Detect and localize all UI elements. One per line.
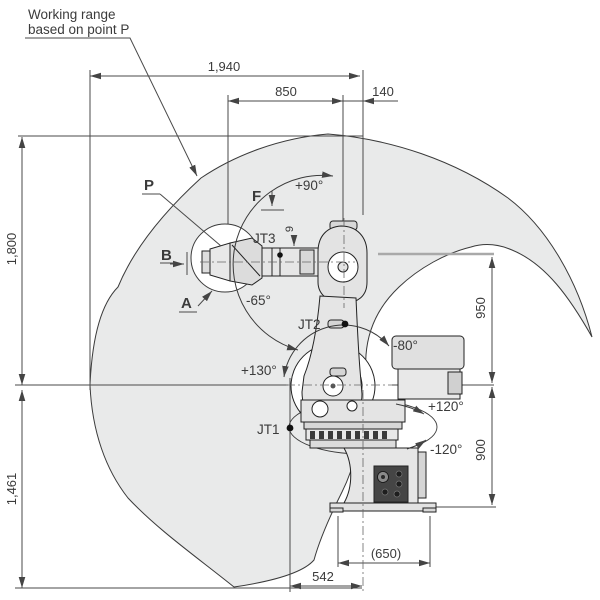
turntable-flange — [303, 421, 403, 430]
connector-dot-2 — [395, 480, 403, 488]
jt3-boss-hub — [337, 261, 349, 273]
dim-1940: 1,940 — [208, 59, 241, 74]
dim-140: 140 — [372, 84, 394, 99]
title-leader-line — [25, 37, 198, 177]
upper-arm-detail-2 — [329, 367, 347, 377]
connector-dot-4 — [393, 490, 401, 498]
dim-1800: 1,800 — [4, 233, 19, 266]
dim-1461: 1,461 — [4, 473, 19, 506]
swing-body-boss-small — [346, 400, 358, 412]
jt2-label: JT2 — [298, 317, 321, 332]
connector-dot-3 — [381, 488, 389, 496]
jt2-plus-angle: +130° — [241, 363, 277, 378]
base-side-panel — [417, 451, 427, 499]
jt1-plus-angle: +120° — [428, 399, 464, 414]
jt3-label: JT3 — [253, 231, 276, 246]
jt2-minus-angle: -80° — [393, 338, 418, 353]
wrist-hatch-line — [231, 244, 261, 277]
jt1-minus-angle: -120° — [430, 442, 462, 457]
swing-body-boss — [311, 400, 329, 418]
point-p-label: P — [144, 177, 154, 194]
force-f-label: F — [252, 188, 261, 205]
dim-900: 900 — [473, 439, 488, 461]
jt2-point-dot — [341, 320, 349, 328]
jt1-point-dot — [286, 424, 294, 432]
jt2-motor-cap — [447, 371, 463, 395]
dim-850: 850 — [275, 84, 297, 99]
jt1-plus-arrow — [395, 403, 425, 415]
turntable-ribs — [310, 431, 387, 439]
jt1-label: JT1 — [257, 422, 280, 437]
jt3-motion-arc — [232, 171, 334, 351]
point-p-leader — [159, 193, 222, 247]
connector-dot-1 — [395, 470, 403, 478]
dim-950: 950 — [473, 297, 488, 319]
base-foot-right — [422, 507, 437, 513]
connector-panel — [373, 465, 409, 503]
jt3-plus-angle: +90° — [295, 178, 323, 193]
base-neck — [309, 439, 397, 449]
dim-wrist-offset: 9 — [284, 226, 296, 232]
base-foot-left — [329, 507, 344, 513]
jt3-minus-angle: -65° — [246, 293, 271, 308]
shoulder-center-mark — [330, 383, 336, 389]
title-line-2: based on point P — [28, 22, 129, 37]
base-plate — [329, 502, 437, 512]
wrist-body — [229, 237, 263, 286]
connector-round-large-pin — [381, 475, 385, 479]
jt2-motion-arc — [282, 324, 390, 378]
dim-650: (650) — [371, 546, 401, 561]
view-a-leader — [197, 290, 213, 307]
jt3-line-dot — [277, 252, 283, 258]
title-line-1: Working range — [28, 7, 116, 22]
dim-542: 542 — [312, 569, 334, 584]
view-a-label: A — [181, 295, 192, 312]
jt1-minus-arrow — [406, 439, 427, 450]
view-b-label: B — [161, 247, 172, 264]
